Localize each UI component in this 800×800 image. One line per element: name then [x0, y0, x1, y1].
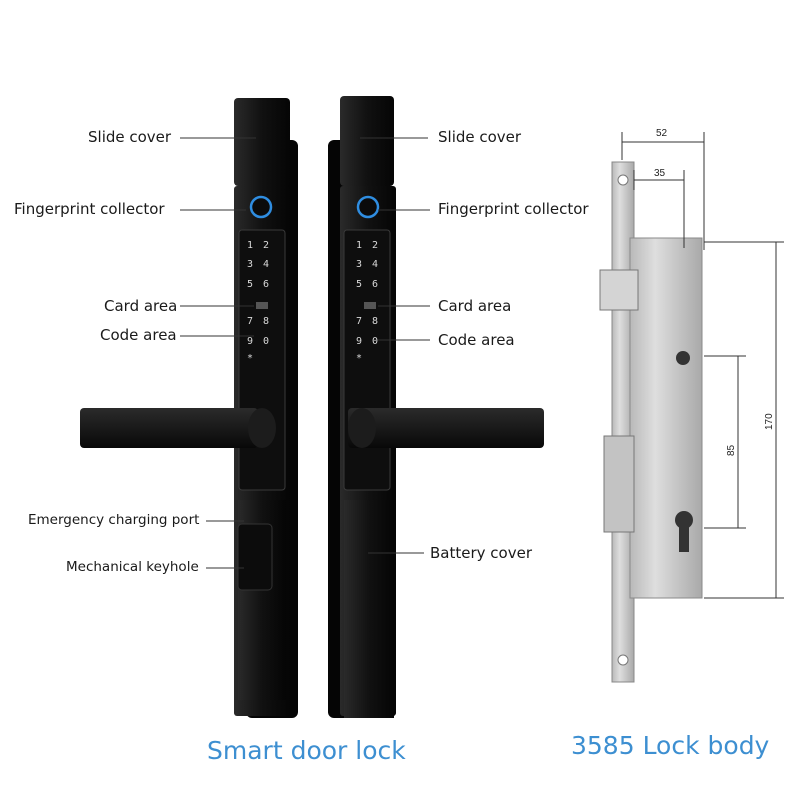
label-mechanical-keyhole: Mechanical keyhole — [66, 559, 199, 575]
label-fingerprint-left: Fingerprint collector — [14, 200, 165, 218]
left-key-6: 6 — [263, 279, 270, 290]
left-lock — [80, 98, 298, 718]
left-handle — [80, 408, 258, 448]
right-lock — [328, 96, 544, 718]
right-handle-rose — [348, 408, 376, 448]
left-key-7: 7 — [247, 316, 254, 327]
right-handle — [348, 408, 544, 448]
left-slide-cover-shape — [234, 98, 290, 186]
left-key-1: 1 — [247, 240, 254, 251]
right-key-1: 1 — [356, 240, 363, 251]
left-key-4: 4 — [263, 259, 270, 270]
left-handle-rose — [248, 408, 276, 448]
label-slide-cover-left: Slide cover — [88, 128, 172, 146]
right-fingerprint-sensor — [356, 195, 380, 219]
left-keypad-panel — [238, 229, 286, 491]
left-key-3: 3 — [247, 259, 254, 270]
label-card-area-right: Card area — [438, 297, 512, 315]
screw-hole-top — [617, 174, 629, 186]
dim-35-label: 35 — [654, 168, 666, 179]
left-fingerprint-sensor — [249, 195, 273, 219]
dead-bolt — [603, 435, 635, 533]
label-slide-cover-right: Slide cover — [438, 128, 522, 146]
label-emergency-port: Emergency charging port — [28, 512, 200, 528]
right-key-9: 9 — [356, 336, 363, 347]
cylinder-hole-slot — [679, 520, 689, 552]
label-card-area-left: Card area — [104, 297, 178, 315]
label-battery-cover: Battery cover — [430, 544, 532, 562]
right-battery-cover-shape — [344, 500, 394, 718]
right-slide-cover-shape — [340, 96, 394, 186]
right-card-icon — [364, 302, 376, 309]
left-keyhole-cover — [237, 523, 273, 591]
right-key-0: 0 — [372, 336, 379, 347]
left-key-9: 9 — [247, 336, 254, 347]
right-key-7: 7 — [356, 316, 363, 327]
dim-170-label: 170 — [764, 413, 775, 430]
leader-lines — [180, 137, 430, 569]
label-fingerprint-right: Fingerprint collector — [438, 200, 589, 218]
caption-lock-body: 3585 Lock body — [571, 731, 770, 760]
right-key-star: * — [356, 353, 363, 364]
spindle-hole — [676, 351, 690, 365]
left-key-8: 8 — [263, 316, 270, 327]
right-key-5: 5 — [356, 279, 363, 290]
right-keypad-panel — [343, 229, 391, 491]
label-code-area-left: Code area — [100, 326, 177, 344]
left-key-2: 2 — [263, 240, 270, 251]
left-key-star: * — [247, 353, 254, 364]
right-key-4: 4 — [372, 259, 379, 270]
label-code-area-right: Code area — [438, 331, 515, 349]
dim-85-label: 85 — [726, 444, 737, 456]
lock-case — [629, 237, 703, 599]
right-key-2: 2 — [372, 240, 379, 251]
right-key-8: 8 — [372, 316, 379, 327]
left-card-icon — [256, 302, 268, 309]
latch-bolt — [599, 269, 639, 311]
caption-smart-door-lock: Smart door lock — [207, 736, 406, 765]
mortise-lock-body — [599, 161, 703, 683]
left-key-5: 5 — [247, 279, 254, 290]
right-key-3: 3 — [356, 259, 363, 270]
left-key-0: 0 — [263, 336, 270, 347]
screw-hole-bottom — [617, 654, 629, 666]
dimension-lines — [621, 132, 784, 599]
dim-52-label: 52 — [656, 128, 668, 139]
right-key-6: 6 — [372, 279, 379, 290]
